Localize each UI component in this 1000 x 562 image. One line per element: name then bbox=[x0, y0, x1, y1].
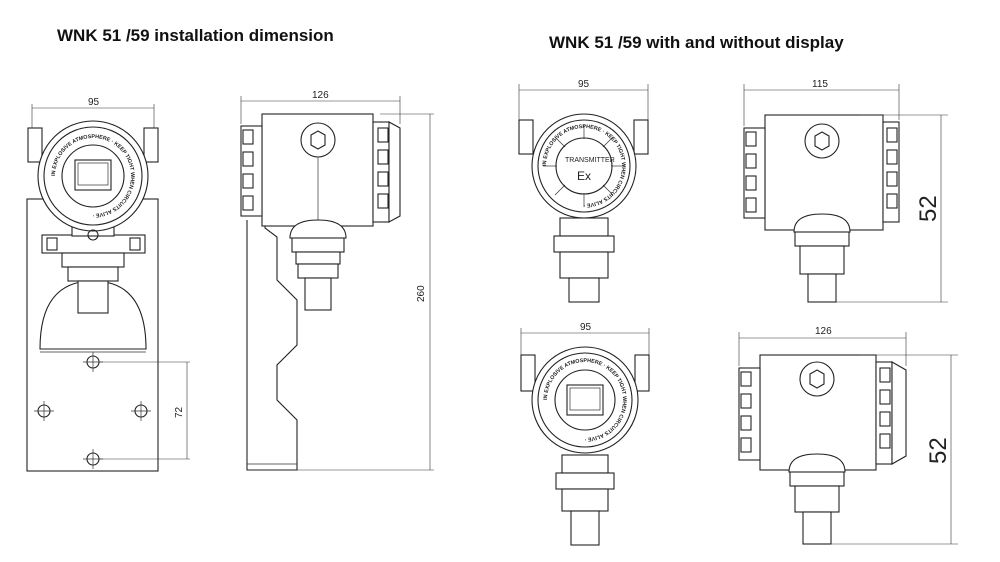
cable-gland bbox=[300, 122, 336, 158]
housing-head bbox=[37, 120, 149, 232]
front-view-with-display: IN EXPLOSIVE ATMOSPHERE · KEEP TIGHT WHE… bbox=[520, 322, 650, 546]
mounting-hole bbox=[83, 449, 103, 469]
dim-label: 52 bbox=[915, 195, 942, 222]
ex-mark: Ex bbox=[577, 169, 591, 183]
dim-label: 260 bbox=[416, 285, 427, 302]
lcd-display bbox=[74, 159, 112, 191]
side-view-with-bracket: 126 260 bbox=[240, 90, 434, 471]
display-cover bbox=[388, 121, 401, 223]
dim-label: 95 bbox=[578, 79, 590, 90]
dim-label: 72 bbox=[174, 406, 185, 418]
front-view-without-display: IN EXPLOSIVE ATMOSPHERE · KEEP TIGHT WHE… bbox=[518, 79, 649, 303]
heading-installation-dimension: WNK 51 /59 installation dimension bbox=[57, 26, 334, 45]
mounting-hole bbox=[83, 352, 103, 372]
dim-label: 126 bbox=[815, 326, 832, 337]
dim-label: 95 bbox=[88, 97, 100, 108]
dim-label: 95 bbox=[580, 322, 592, 333]
dim-label: 115 bbox=[812, 79, 828, 90]
heading-with-without-display: WNK 51 /59 with and without display bbox=[549, 33, 844, 52]
neck-clamp bbox=[291, 237, 345, 253]
cable-entry-left bbox=[27, 127, 43, 163]
lcd-display bbox=[566, 384, 604, 416]
housing-head bbox=[531, 346, 639, 454]
process-connection bbox=[304, 277, 332, 311]
mounting-hole bbox=[34, 401, 54, 421]
display-cover bbox=[891, 361, 907, 465]
bracket-profile bbox=[246, 220, 298, 471]
side-view-without-display: 115 52 bbox=[743, 79, 948, 303]
face-label: TRANSMITTER bbox=[565, 157, 615, 164]
cable-entry-right bbox=[143, 127, 159, 163]
front-view-with-bracket: IN EXPLOSIVE ATMOSPHERE · KEEP TIGHT WHE… bbox=[26, 97, 190, 472]
mounting-hole bbox=[131, 401, 151, 421]
dim-label: 126 bbox=[312, 90, 329, 101]
side-view-with-display: 126 52 bbox=[738, 326, 958, 545]
dim-label: 52 bbox=[925, 437, 952, 464]
